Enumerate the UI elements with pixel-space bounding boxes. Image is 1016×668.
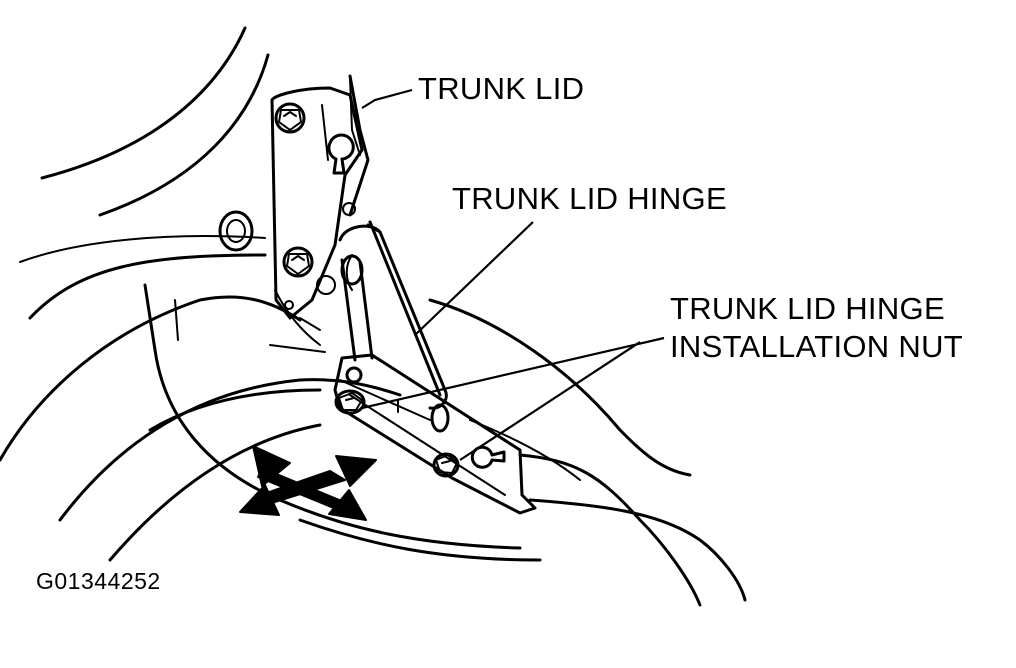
lid-bolt-lower [282, 246, 314, 278]
trunk-lid-edge [348, 74, 370, 217]
label-trunk-lid: TRUNK LID [418, 71, 585, 106]
label-installation-nut-line2: INSTALLATION NUT [670, 328, 964, 364]
body-panel-lines [0, 26, 747, 607]
body-grommet [218, 210, 254, 252]
label-installation-nut: TRUNK LID HINGE INSTALLATION NUT [670, 290, 963, 366]
leader-lines [361, 88, 665, 461]
trunk-lid-panel [269, 77, 364, 353]
lid-bolt-upper [274, 102, 306, 134]
installation-nut-lower [432, 452, 460, 478]
figure-code: G01344252 [36, 568, 161, 594]
label-trunk-lid-hinge: TRUNK LID HINGE [452, 181, 727, 216]
installation-nut-upper [334, 389, 366, 415]
four-way-arrow-icon [239, 445, 377, 521]
label-installation-nut-line1: TRUNK LID HINGE [670, 291, 945, 326]
